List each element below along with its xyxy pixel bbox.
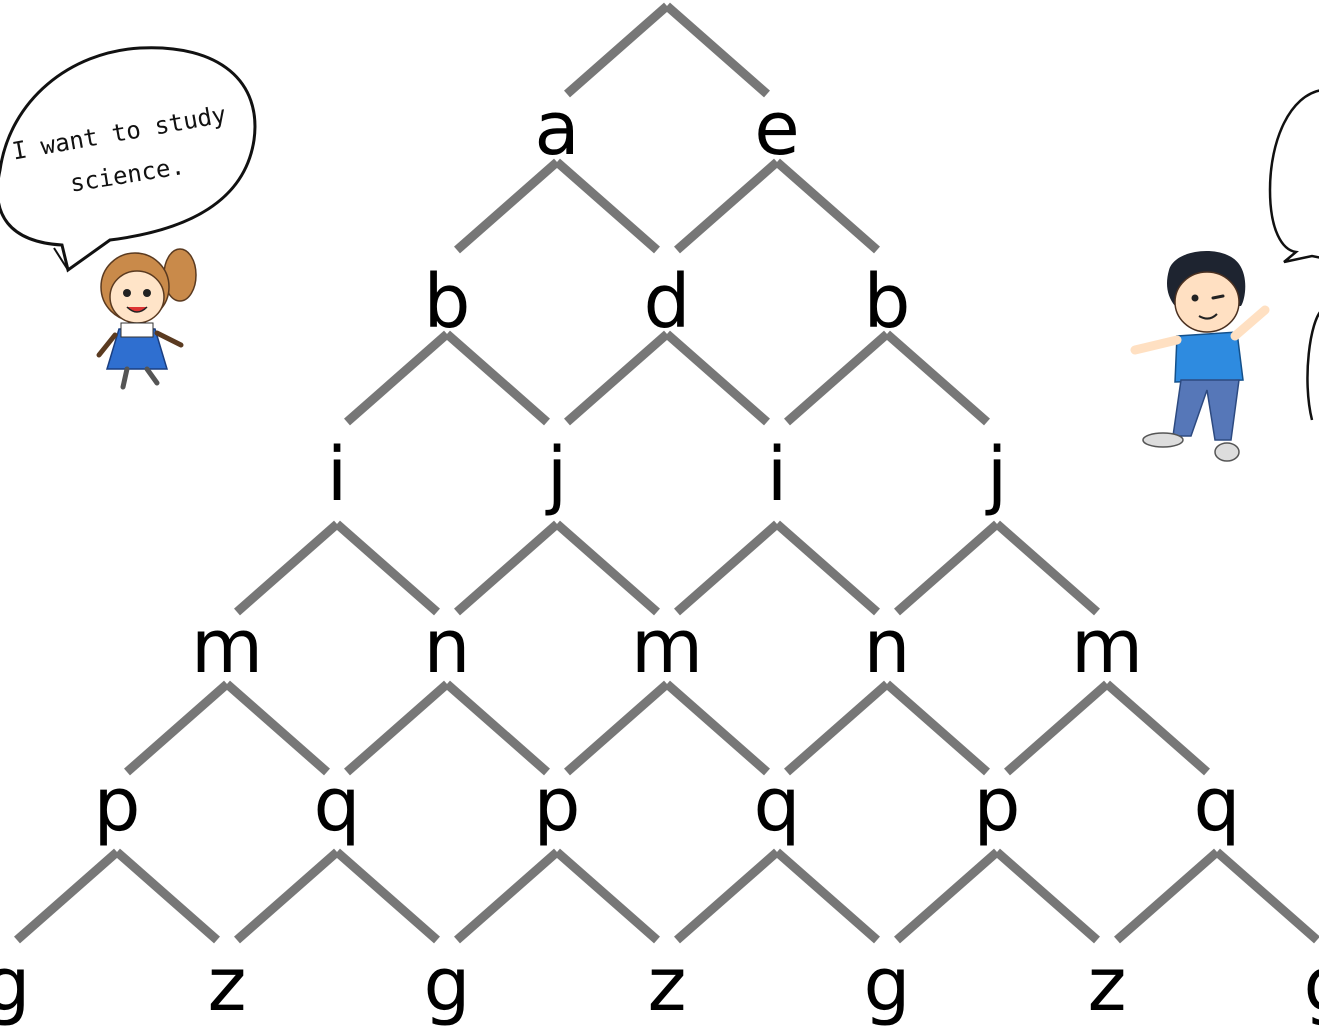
pyramid-letter: z <box>207 942 247 1028</box>
caret-row-2-1 <box>564 330 770 426</box>
pyramid-letter: g <box>0 942 31 1028</box>
caret-row-5-1 <box>234 848 440 944</box>
pyramid-letter: g <box>1304 948 1319 1022</box>
caret-row-5-5 <box>1114 848 1319 944</box>
caret-row-5-2 <box>454 848 660 944</box>
caret-row-1-1 <box>674 158 880 254</box>
pyramid-letter: q <box>1193 762 1241 848</box>
caret-top <box>564 2 770 98</box>
caret-row-4-1 <box>344 680 550 776</box>
caret-row-4-3 <box>784 680 990 776</box>
caret-row-2-0 <box>344 330 550 426</box>
pyramid-letter: p <box>973 762 1021 848</box>
pyramid-letter: g <box>423 942 471 1028</box>
caret-row-5-4 <box>894 848 1100 944</box>
pyramid-letter: z <box>1087 942 1127 1028</box>
caret-row-3-1 <box>454 520 660 616</box>
pyramid-letter: q <box>313 762 361 848</box>
pyramid-letter: a <box>534 86 580 172</box>
caret-row-1-0 <box>454 158 660 254</box>
girl-illustration <box>96 248 197 390</box>
pyramid-letter: z <box>647 942 687 1028</box>
pyramid-letter: n <box>423 604 471 690</box>
caret-row-5-3 <box>674 848 880 944</box>
pyramid-letter: g <box>863 942 911 1028</box>
pyramid-letter: i <box>766 432 788 518</box>
caret-row-3-2 <box>674 520 880 616</box>
speech-bubble-right <box>1268 89 1319 421</box>
pyramid-letter: b <box>863 259 911 345</box>
pyramid-letter: j <box>546 432 568 518</box>
pyramid-letter: m <box>190 604 264 690</box>
pyramid-letter: p <box>533 762 581 848</box>
caret-row-3-3 <box>894 520 1100 616</box>
caret-row-4-4 <box>1004 680 1210 776</box>
caret-row-3-0 <box>234 520 440 616</box>
pyramid-letter: m <box>630 604 704 690</box>
speech-bubble-left <box>0 46 257 273</box>
pyramid-letter: m <box>1070 604 1144 690</box>
caret-row-5-0 <box>14 848 220 944</box>
pyramid-letter: b <box>423 259 471 345</box>
pyramid-letter: n <box>863 604 911 690</box>
boy-illustration <box>1130 251 1270 462</box>
pyramid-letter: j <box>986 432 1008 518</box>
pyramid-letter: d <box>643 259 691 345</box>
caret-row-4-2 <box>564 680 770 776</box>
pyramid-letter: i <box>326 432 348 518</box>
caret-row-4-0 <box>124 680 330 776</box>
pyramid-letter: e <box>754 86 800 172</box>
caret-row-2-2 <box>784 330 990 426</box>
pyramid-letter: p <box>93 762 141 848</box>
pyramid-letter: q <box>753 762 801 848</box>
